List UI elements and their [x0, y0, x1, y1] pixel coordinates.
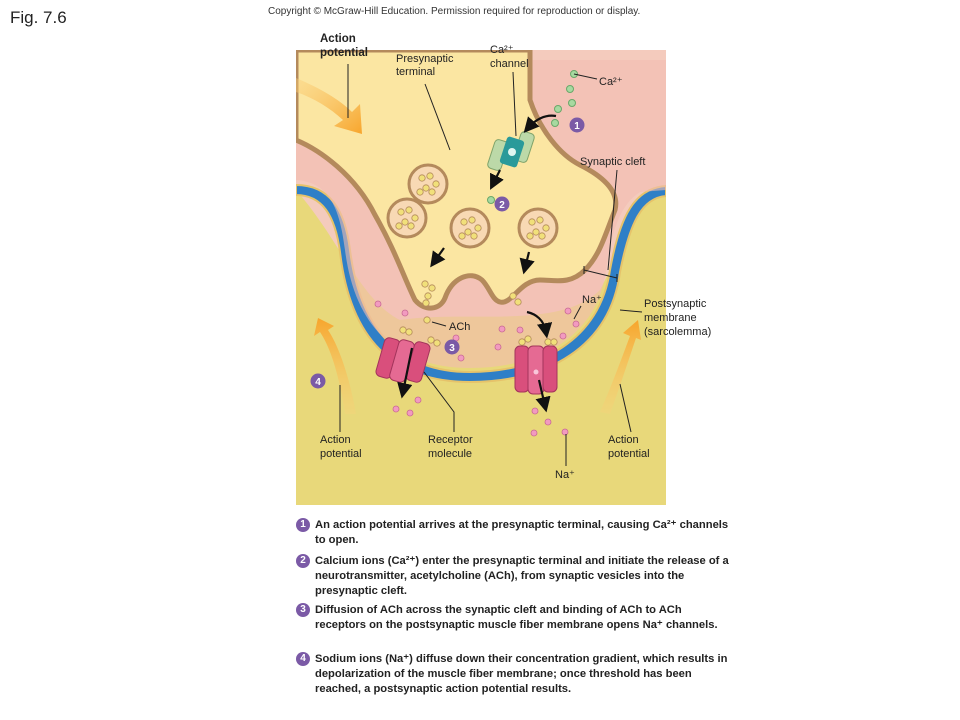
label-postsynaptic-1: Postsynaptic — [644, 298, 707, 310]
label-action-potential-left-2: potential — [320, 448, 362, 460]
label-receptor-molecule-1: Receptor — [428, 434, 473, 446]
label-ca-ion: Ca²⁺ — [599, 76, 623, 88]
label-na-ion-lower: Na⁺ — [555, 469, 575, 481]
step-3-badge: 3 — [296, 603, 310, 617]
copyright-notice: Copyright © McGraw-Hill Education. Permi… — [268, 6, 641, 17]
label-na-ion-upper: Na⁺ — [582, 294, 602, 306]
marker-3-text: 3 — [449, 343, 455, 354]
process-arrows — [397, 114, 557, 413]
action-potential-arrow-left — [314, 318, 356, 414]
na-ions — [374, 300, 580, 437]
synaptic-vesicles — [386, 163, 559, 249]
label-presynaptic-terminal-2: terminal — [396, 66, 435, 78]
step-1-badge: 1 — [296, 518, 310, 532]
action-potential-arrow-top — [296, 78, 362, 134]
leader-lines — [339, 64, 643, 466]
step-2-badge: 2 — [296, 554, 310, 568]
step-1-text: An action potential arrives at the presy… — [315, 519, 729, 546]
marker-2-text: 2 — [499, 200, 505, 211]
step-4-text: Sodium ions (Na⁺) diffuse down their con… — [315, 653, 728, 695]
label-ach: ACh — [449, 321, 470, 333]
marker-4 — [310, 373, 326, 389]
marker-1 — [569, 117, 585, 133]
ach-molecules — [399, 280, 558, 347]
label-postsynaptic-3: (sarcolemma) — [644, 326, 711, 338]
label-synaptic-cleft: Synaptic cleft — [580, 156, 645, 168]
label-action-potential-right-2: potential — [608, 448, 650, 460]
marker-3 — [444, 339, 460, 355]
label-ca-channel-2: channel — [490, 58, 529, 70]
marker-1-text: 1 — [574, 121, 580, 132]
label-action-potential-left-1: Action — [320, 434, 351, 446]
marker-4-text: 4 — [315, 377, 321, 388]
step-2-text: Calcium ions (Ca²⁺) enter the presynapti… — [315, 555, 729, 597]
action-potential-arrow-right — [600, 320, 641, 414]
receptor-right — [514, 345, 558, 395]
marker-2 — [494, 196, 510, 212]
step-markers: 1 2 3 4 — [310, 117, 585, 389]
step-4-badge: 4 — [296, 652, 310, 666]
label-action-potential-top-1: Action — [320, 33, 356, 45]
label-postsynaptic-2: membrane — [644, 312, 697, 324]
label-receptor-molecule-2: molecule — [428, 448, 472, 460]
label-ca-channel-1: Ca²⁺ — [490, 44, 514, 56]
label-action-potential-right-1: Action — [608, 434, 639, 446]
label-action-potential-top-2: potential — [320, 47, 368, 59]
step-3-text: Diffusion of ACh across the synaptic cle… — [315, 604, 718, 631]
label-presynaptic-terminal-1: Presynaptic — [396, 53, 454, 65]
figure-label: Fig. 7.6 — [10, 8, 67, 27]
